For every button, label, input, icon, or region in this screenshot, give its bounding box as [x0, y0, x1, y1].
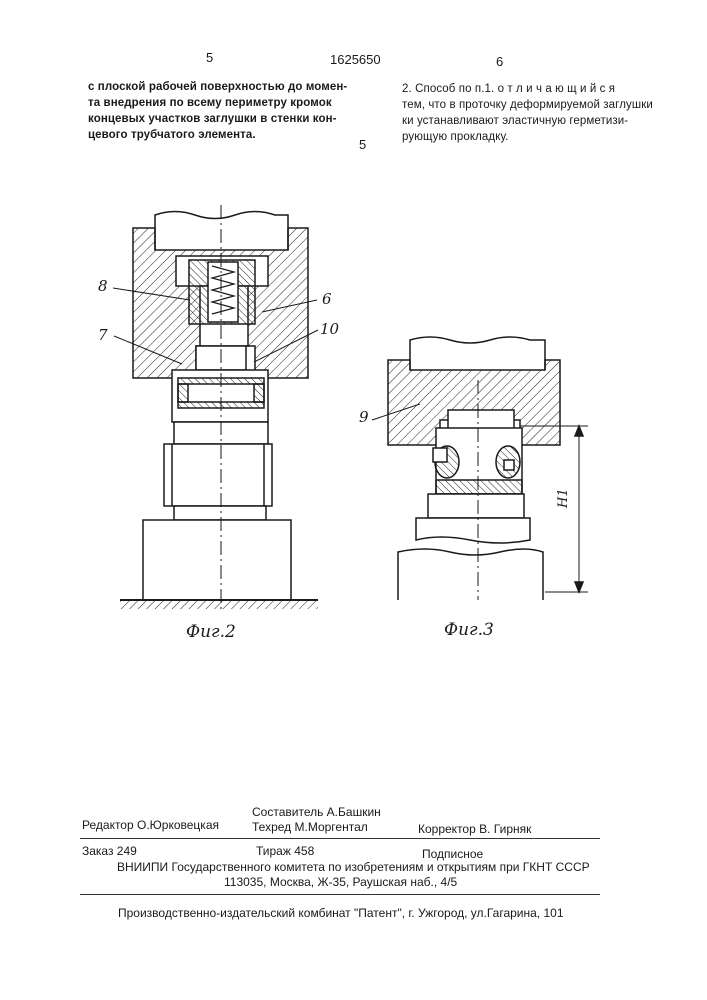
- figure-2-caption: Фиг.2: [186, 622, 236, 642]
- fig3-tube-flange: [416, 518, 530, 543]
- fig3-tube-neck: [428, 494, 524, 518]
- fig3-cavity: [448, 410, 514, 430]
- fig2-tube-body: [164, 444, 272, 506]
- imprint-address: 113035, Москва, Ж-35, Раушская наб., 4/5: [224, 875, 457, 889]
- figure-3-caption: Фиг.3: [444, 620, 494, 640]
- label-8: 8: [98, 277, 108, 295]
- imprint-editor: Редактор О.Юрковецкая: [82, 818, 219, 832]
- figure-3-drawing: [372, 337, 588, 600]
- label-7: 7: [98, 326, 108, 344]
- label-6: 6: [322, 290, 332, 308]
- label-10: 10: [320, 320, 339, 338]
- imprint-corrector: Корректор В. Гирняк: [418, 822, 531, 836]
- imprint-compiler: Составитель А.Башкин: [252, 805, 381, 819]
- imprint-rule-2: [80, 894, 600, 895]
- imprint-circulation: Тираж 458: [256, 844, 314, 858]
- fig2-tube-base: [174, 506, 266, 520]
- imprint-publisher: Производственно-издательский комбинат "П…: [118, 906, 564, 920]
- fig3-base-block: [398, 549, 543, 600]
- imprint-techred: Техред М.Моргентал: [252, 820, 368, 834]
- label-9: 9: [359, 408, 369, 426]
- imprint-order: Заказ 249: [82, 844, 137, 858]
- fig2-base-block: [143, 520, 291, 600]
- imprint-subscription: Подписное: [422, 847, 483, 861]
- fig3-punch-top: [410, 337, 545, 370]
- imprint-institute: ВНИИПИ Государственного комитета по изоб…: [117, 860, 590, 874]
- imprint-rule-1: [80, 838, 600, 839]
- label-h1: H1: [556, 488, 571, 508]
- figure-2-drawing: [113, 205, 318, 612]
